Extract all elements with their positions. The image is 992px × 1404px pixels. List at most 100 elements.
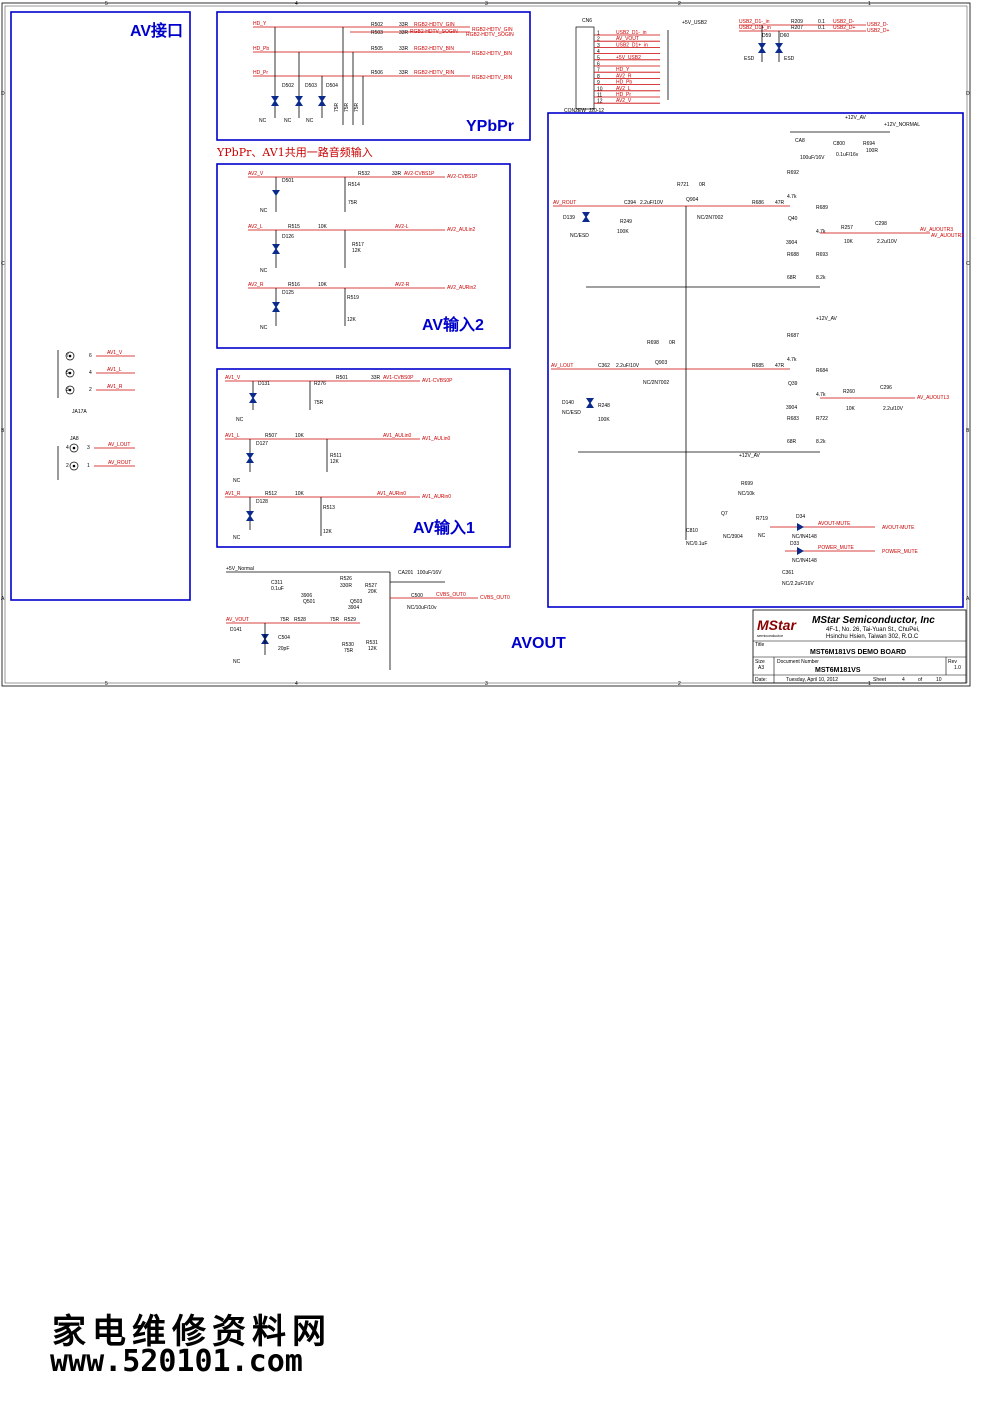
svg-text:4.7k: 4.7k <box>787 194 797 200</box>
svg-text:10K: 10K <box>318 282 328 288</box>
svg-text:D34: D34 <box>796 514 805 520</box>
cn6-pin-10: 10 <box>597 86 603 92</box>
svg-text:R530: R530 <box>342 642 354 648</box>
svg-text:75R: 75R <box>280 617 290 623</box>
svg-text:12K: 12K <box>323 529 333 535</box>
svg-text:10K: 10K <box>846 406 856 412</box>
svg-text:AV1-CVBS0P: AV1-CVBS0P <box>422 378 453 384</box>
svg-text:8.2k: 8.2k <box>816 275 826 281</box>
svg-text:75R: 75R <box>344 648 354 654</box>
svg-text:0.1: 0.1 <box>818 25 825 31</box>
svg-text:R517: R517 <box>352 242 364 248</box>
cn6-pin-net: HD_Y <box>616 67 630 73</box>
svg-text:3: 3 <box>485 681 488 687</box>
cn6-pin-8: 8 <box>597 74 600 80</box>
svg-text:HD_Pb: HD_Pb <box>253 46 269 52</box>
svg-text:NC/IN4148: NC/IN4148 <box>792 558 817 564</box>
svg-text:AV2-CVBS1P: AV2-CVBS1P <box>404 171 435 177</box>
svg-text:NC/2.2uF/16V: NC/2.2uF/16V <box>782 581 814 587</box>
av-in2-circuit: AV2_V AV2_L AV2_R D501 D126 D125 R532 R5… <box>248 171 478 331</box>
svg-text:NC: NC <box>233 478 241 484</box>
svg-text:3904: 3904 <box>348 605 359 611</box>
svg-text:R507: R507 <box>265 433 277 439</box>
svg-text:AV2_L: AV2_L <box>248 224 263 230</box>
svg-text:RGB2-HDTV_SOGIN: RGB2-HDTV_SOGIN <box>466 32 514 38</box>
svg-text:MStar Semiconductor, Inc: MStar Semiconductor, Inc <box>812 615 935 626</box>
svg-text:NC: NC <box>758 533 766 539</box>
svg-text:3: 3 <box>87 445 90 451</box>
svg-text:R529: R529 <box>344 617 356 623</box>
svg-text:68R: 68R <box>787 439 797 445</box>
svg-text:5: 5 <box>66 370 69 376</box>
svg-text:NC/ESD: NC/ESD <box>570 233 589 239</box>
svg-text:+12V_AV: +12V_AV <box>845 115 867 121</box>
svg-text:C504: C504 <box>278 635 290 641</box>
svg-text:A: A <box>966 596 970 602</box>
cn6-pin-net: AV2_V <box>616 98 632 104</box>
svg-text:3: 3 <box>485 1 488 7</box>
ypbpr-title: YPbPr <box>466 118 514 135</box>
svg-text:R692: R692 <box>787 170 799 176</box>
svg-text:MST6M181VS DEMO BOARD: MST6M181VS DEMO BOARD <box>810 649 906 656</box>
svg-text:75R: 75R <box>330 617 340 623</box>
cn6-pin-4: 4 <box>597 49 600 55</box>
svg-text:D503: D503 <box>305 83 317 89</box>
svg-text:NC/IN4148: NC/IN4148 <box>792 534 817 540</box>
svg-text:R502: R502 <box>371 22 383 28</box>
svg-text:AV_VOUT: AV_VOUT <box>226 617 249 623</box>
svg-text:+12V_AV: +12V_AV <box>816 316 838 322</box>
svg-text:Tuesday, April 10, 2012: Tuesday, April 10, 2012 <box>786 677 838 683</box>
svg-text:NC/2N7002: NC/2N7002 <box>697 215 723 221</box>
cn6-pin-6: 6 <box>597 62 600 68</box>
svg-text:2: 2 <box>66 463 69 469</box>
svg-text:ESD: ESD <box>784 56 795 62</box>
svg-text:20K: 20K <box>368 589 378 595</box>
svg-text:AV2_AULin2: AV2_AULin2 <box>447 227 475 233</box>
svg-text:NC/10uF/10v: NC/10uF/10v <box>407 605 437 611</box>
svg-text:Q503: Q503 <box>350 599 362 605</box>
svg-text:75R: 75R <box>344 102 350 112</box>
svg-text:R249: R249 <box>620 219 632 225</box>
svg-text:RGB2-HDTV_GIN: RGB2-HDTV_GIN <box>414 22 455 28</box>
svg-text:R513: R513 <box>323 505 335 511</box>
svg-text:USB2_D-: USB2_D- <box>833 19 854 25</box>
cn6-pin-12: 12 <box>597 99 603 105</box>
svg-text:0.1uF/16v: 0.1uF/16v <box>836 152 859 158</box>
svg-text:D127: D127 <box>256 441 268 447</box>
svg-text:USB2_D-: USB2_D- <box>867 22 888 28</box>
cn6-pin-11: 11 <box>597 93 602 99</box>
svg-text:AV1_AULin0: AV1_AULin0 <box>422 436 450 442</box>
svg-text:R207: R207 <box>791 25 803 31</box>
footer-site-name: 家电维修资料网 <box>52 1312 332 1352</box>
cn6-pin-net: AV_VOUT <box>616 36 639 42</box>
svg-text:MST6M181VS: MST6M181VS <box>815 667 861 674</box>
svg-text:AVOUT-MUTE: AVOUT-MUTE <box>818 521 851 527</box>
svg-text:AV1_AURin0: AV1_AURin0 <box>422 494 451 500</box>
svg-text:C394: C394 <box>624 200 636 206</box>
svg-text:R689: R689 <box>816 205 828 211</box>
svg-text:2: 2 <box>678 681 681 687</box>
svg-text:R505: R505 <box>371 46 383 52</box>
svg-text:0.1: 0.1 <box>818 19 825 25</box>
svg-text:33R: 33R <box>399 70 409 76</box>
svg-text:Q501: Q501 <box>303 599 315 605</box>
svg-text:AV_ROUT: AV_ROUT <box>553 200 576 206</box>
svg-text:2.2u/10V: 2.2u/10V <box>883 406 904 412</box>
svg-text:D504: D504 <box>326 83 338 89</box>
cn6-pin-net: AV2_L <box>616 86 631 92</box>
svg-text:R688: R688 <box>787 252 799 258</box>
svg-text:D131: D131 <box>258 381 270 387</box>
svg-text:4: 4 <box>902 677 905 683</box>
svg-text:75R: 75R <box>354 102 360 112</box>
svg-text:AV2-L: AV2-L <box>395 224 409 230</box>
title-block: MStar semiconductor MStar Semiconductor,… <box>752 609 967 684</box>
svg-text:Sheet: Sheet <box>873 677 887 683</box>
svg-text:10K: 10K <box>318 224 328 230</box>
svg-text:R248: R248 <box>598 403 610 409</box>
svg-text:R699: R699 <box>741 481 753 487</box>
svg-text:D125: D125 <box>282 290 294 296</box>
svg-text:A: A <box>1 596 5 602</box>
svg-text:R276: R276 <box>314 381 326 387</box>
svg-text:C: C <box>966 261 970 267</box>
svg-text:USB2_D+: USB2_D+ <box>833 25 855 31</box>
